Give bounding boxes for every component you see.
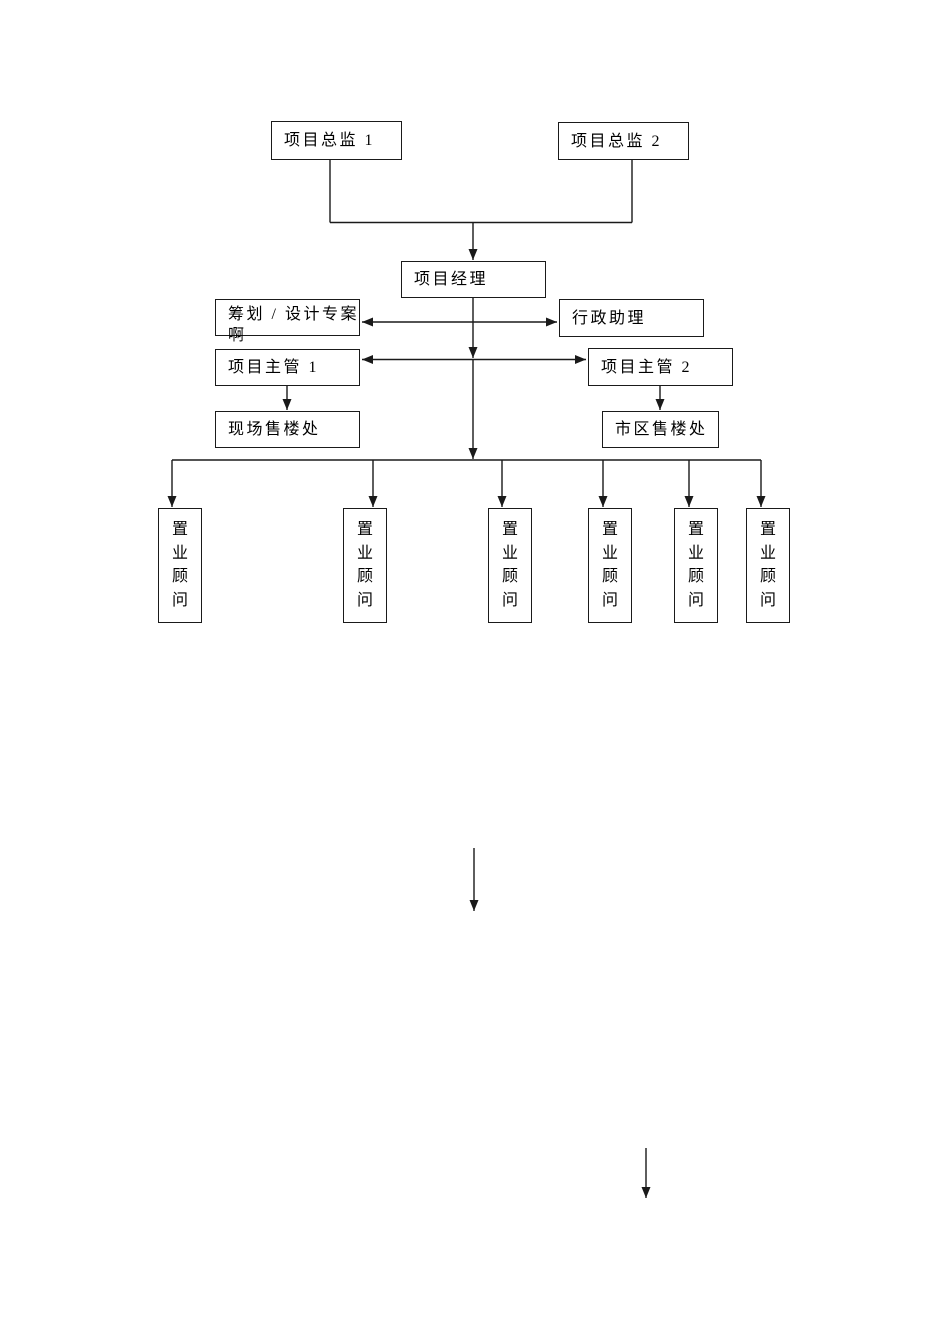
node-label: 置业顾问 [687, 521, 704, 609]
node-label: 项目主管 1 [228, 359, 320, 376]
node-label: 项目经理 [414, 271, 489, 288]
node-label: 现场售楼处 [228, 421, 321, 438]
node-project-supervisor-2: 项目主管 2 [588, 348, 733, 386]
node-project-manager: 项目经理 [401, 261, 546, 298]
node-property-consultant-4: 置业顾问 [588, 508, 632, 623]
node-planning-design: 筹划 / 设计专案 啊 [215, 299, 360, 344]
node-onsite-sales-office: 现场售楼处 [215, 411, 360, 448]
node-project-director-1: 项目总监 1 [271, 121, 402, 160]
node-project-director-2: 项目总监 2 [558, 122, 689, 160]
node-property-consultant-2: 置业顾问 [343, 508, 387, 623]
node-city-sales-office: 市区售楼处 [602, 411, 719, 448]
node-label: 置业顾问 [501, 521, 518, 609]
node-admin-assistant: 行政助理 [559, 299, 704, 337]
node-label: 置业顾问 [171, 521, 188, 609]
node-project-supervisor-1: 项目主管 1 [215, 349, 360, 386]
node-label: 项目总监 1 [284, 132, 376, 149]
node-label: 项目主管 2 [601, 358, 693, 376]
node-label: 置业顾问 [759, 521, 776, 609]
node-property-consultant-6: 置业顾问 [746, 508, 790, 623]
node-property-consultant-5: 置业顾问 [674, 508, 718, 623]
node-label: 置业顾问 [356, 521, 373, 609]
node-label: 项目总监 2 [571, 132, 663, 150]
node-label: 行政助理 [572, 309, 647, 327]
node-label: 市区售楼处 [615, 421, 708, 438]
node-property-consultant-1: 置业顾问 [158, 508, 202, 623]
node-label: 置业顾问 [601, 521, 618, 609]
node-label: 筹划 / 设计专案 啊 [228, 306, 359, 344]
node-property-consultant-3: 置业顾问 [488, 508, 532, 623]
